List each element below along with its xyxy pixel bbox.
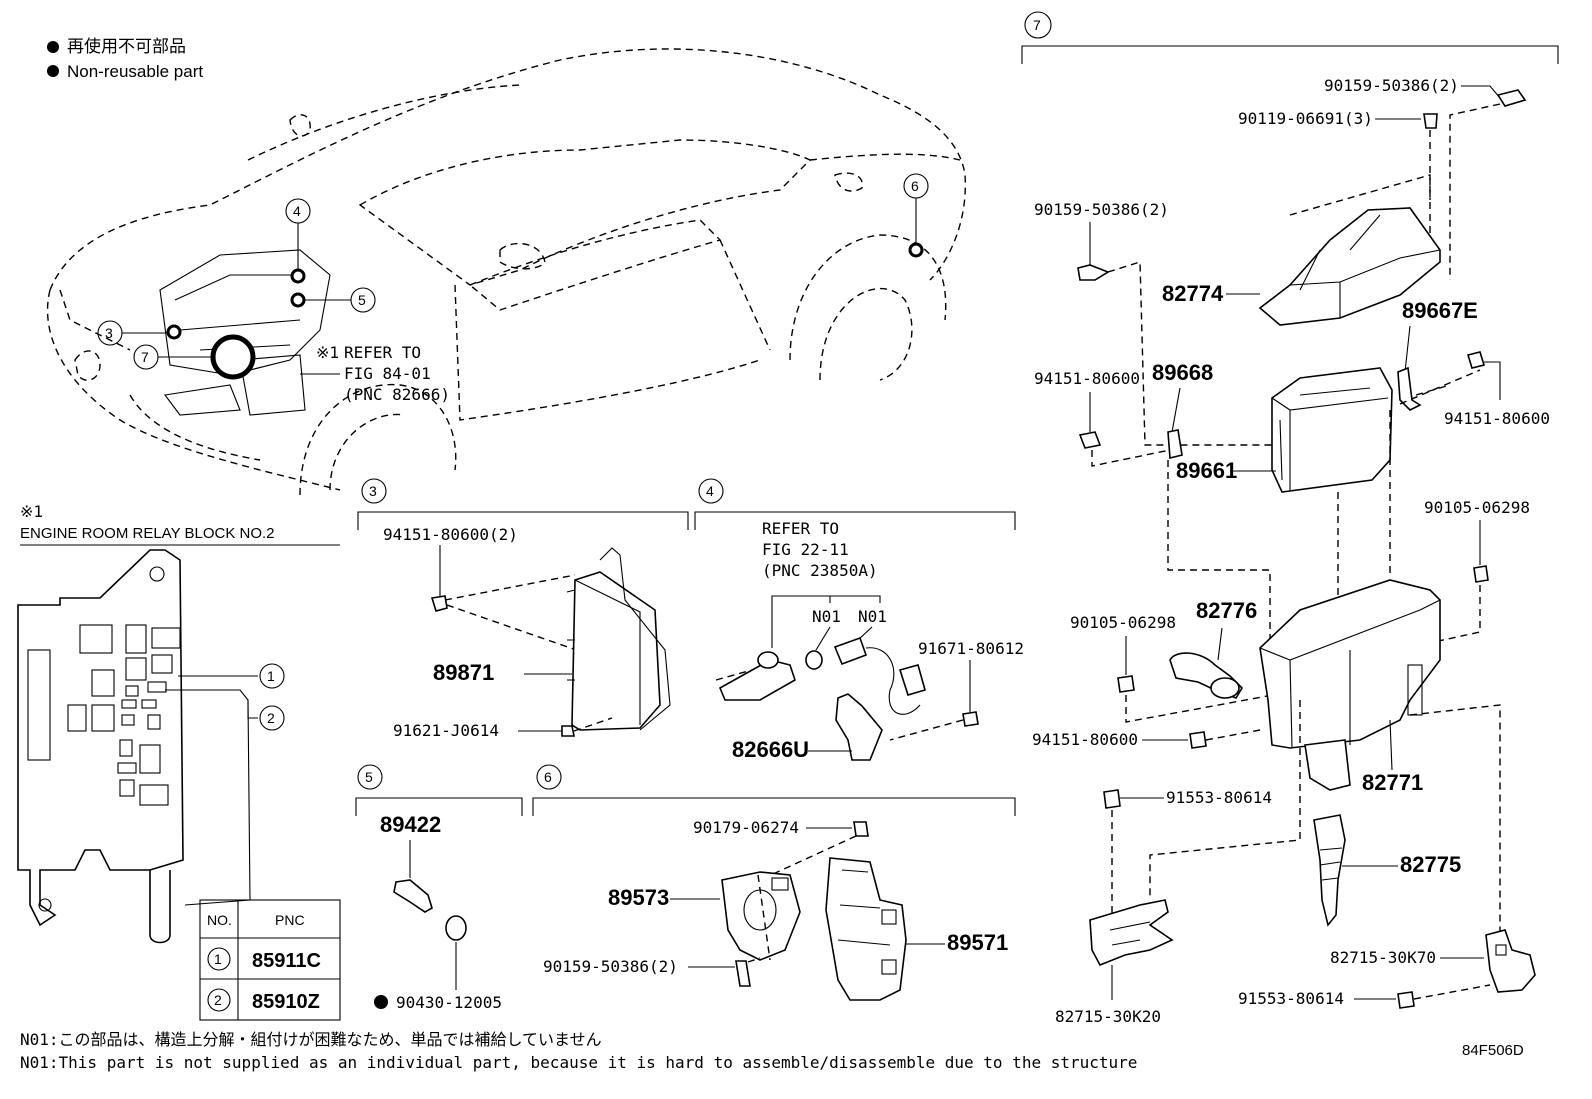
- n01-label: N01: [812, 607, 841, 626]
- refer-line2: FIG 22-11: [762, 540, 849, 559]
- part-94151-80600-2: 94151-80600(2): [383, 525, 518, 544]
- relay-fuses: [67, 624, 181, 806]
- part-91671-80612: 91671-80612: [918, 639, 1024, 658]
- part-91553-80614: 91553-80614: [1166, 788, 1272, 807]
- table-row-pnc: 85910Z: [252, 991, 320, 1013]
- callout-7: 7: [141, 349, 149, 365]
- part-89573: 89573: [608, 885, 669, 910]
- relay-block-section: ※1 ENGINE ROOM RELAY BLOCK NO.2: [17, 502, 341, 1021]
- part-90430-12005: 90430-12005: [396, 993, 502, 1012]
- footnote-en: N01:This part is not supplied as an indi…: [20, 1053, 1137, 1072]
- refer-line1: REFER TO: [762, 519, 839, 538]
- car-callouts: 3 4 5 6 7 ※1 REFER TO FIG 84-01 (PNC 826…: [97, 173, 929, 404]
- relay-note-mark: ※1: [20, 502, 43, 521]
- section-7-number: 7: [1033, 17, 1041, 33]
- part-89668: 89668: [1152, 360, 1213, 385]
- relay-callout-1: 1: [267, 668, 275, 684]
- section-3: 3 94151-80600(2) 89871 91621-J0614: [357, 478, 689, 740]
- section-7: 7 90159-50386(2) 90119-06691(3) 90159-50…: [1021, 11, 1559, 1026]
- callout-6: 6: [911, 178, 919, 194]
- table-row: 2 85910Z: [207, 988, 320, 1013]
- part-82774: 82774: [1162, 281, 1224, 306]
- non-reusable-bullet-icon: [47, 41, 59, 53]
- part-82776: 82776: [1196, 598, 1257, 623]
- callout-3: 3: [105, 325, 113, 341]
- section-5: 5 89422 90430-12005: [355, 764, 523, 1012]
- part-91621-J0614: 91621-J0614: [393, 721, 499, 740]
- car-refer-line3: (PNC 82666): [344, 385, 450, 404]
- relay-callout-2: 2: [267, 710, 275, 726]
- part-94151-80600: 94151-80600: [1032, 730, 1138, 749]
- part-90179-06274: 90179-06274: [693, 818, 799, 837]
- table-row-no: 2: [214, 992, 222, 1008]
- part-89571: 89571: [947, 930, 1008, 955]
- section-6: 6 90179-06274 89573 90159-50386(2) 89571: [532, 764, 1016, 1001]
- part-91553-80614: 91553-80614: [1238, 989, 1344, 1008]
- table-row-no: 1: [214, 951, 222, 967]
- section-5-number: 5: [365, 769, 373, 785]
- car-refer-line1: REFER TO: [344, 343, 421, 362]
- section-3-number: 3: [369, 483, 377, 499]
- car-note-mark: ※1: [316, 343, 339, 362]
- table-row: 1 85911C: [207, 947, 321, 972]
- refer-line3: (PNC 23850A): [762, 561, 878, 580]
- legend-jp: 再使用不可部品: [67, 36, 186, 56]
- relay-block-title: ENGINE ROOM RELAY BLOCK NO.2: [20, 525, 275, 542]
- table-row-pnc: 85911C: [252, 950, 321, 972]
- section-4: 4 REFER TO FIG 22-11 (PNC 23850A) N01 N0…: [694, 478, 1024, 762]
- car-illustration: [46, 48, 967, 496]
- part-90159-50386-2: 90159-50386(2): [1034, 200, 1169, 219]
- section-4-number: 4: [706, 483, 714, 499]
- pnc-table: NO. PNC 1 85911C 2 85910Z: [199, 899, 341, 1021]
- part-94151-80600: 94151-80600: [1034, 369, 1140, 388]
- table-header-no: NO.: [207, 912, 232, 928]
- part-89871: 89871: [433, 660, 494, 685]
- part-89661: 89661: [1176, 458, 1237, 483]
- footnotes: N01:この部品は、構造上分解・組付けが困難なため、単品では補給していません N…: [20, 1030, 1524, 1072]
- part-90159-50386-2: 90159-50386(2): [1324, 76, 1459, 95]
- non-reusable-bullet-icon: [374, 995, 388, 1009]
- part-90105-06298: 90105-06298: [1424, 498, 1530, 517]
- part-82715-30K20: 82715-30K20: [1055, 1007, 1161, 1026]
- n01-label: N01: [858, 607, 887, 626]
- part-90119-06691-3: 90119-06691(3): [1238, 109, 1373, 128]
- callout-5: 5: [358, 292, 366, 308]
- section-6-number: 6: [544, 769, 552, 785]
- part-89422: 89422: [380, 812, 441, 837]
- callout-4: 4: [293, 203, 301, 219]
- part-89667E: 89667E: [1402, 298, 1478, 323]
- part-82666U: 82666U: [732, 737, 809, 762]
- part-82775: 82775: [1400, 852, 1461, 877]
- part-94151-80600: 94151-80600: [1444, 409, 1550, 428]
- car-refer-line2: FIG 84-01: [344, 364, 431, 383]
- part-82771: 82771: [1362, 770, 1423, 795]
- part-82715-30K70: 82715-30K70: [1330, 948, 1436, 967]
- footnote-jp: N01:この部品は、構造上分解・組付けが困難なため、単品では補給していません: [20, 1030, 602, 1049]
- figure-id: 84F506D: [1462, 1042, 1524, 1059]
- table-header-pnc: PNC: [275, 912, 305, 928]
- non-reusable-bullet-icon: [47, 65, 59, 77]
- legend-en: Non-reusable part: [67, 62, 203, 81]
- part-90105-06298: 90105-06298: [1070, 613, 1176, 632]
- legend: 再使用不可部品 Non-reusable part: [47, 36, 203, 81]
- part-90159-50386-2: 90159-50386(2): [543, 957, 678, 976]
